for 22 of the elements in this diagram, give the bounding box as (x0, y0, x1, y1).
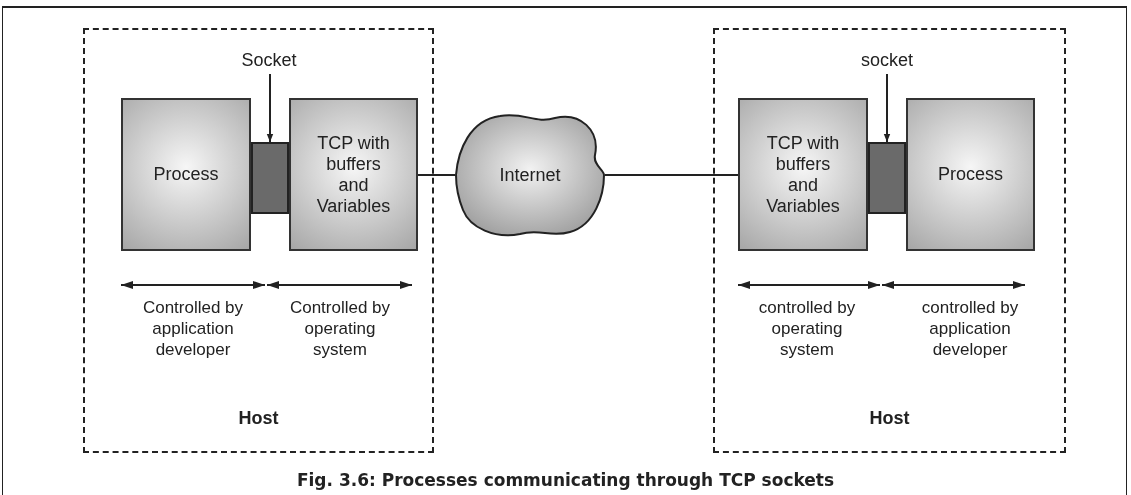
host-label: Host (869, 408, 910, 429)
arrow (883, 73, 891, 143)
arrow (266, 73, 274, 143)
figure-caption: Fig. 3.6: Processes communicating through TCP sockets (296, 470, 835, 490)
socket-block (251, 142, 289, 214)
process-box: Process (906, 98, 1035, 251)
socket-label: Socket (238, 48, 300, 74)
connection-line (417, 174, 456, 176)
tcp-box: TCP with buffers and Variables (738, 98, 868, 251)
extent-label: Controlled by application developer (141, 297, 245, 360)
socket-label: socket (848, 48, 926, 74)
tcp-box: TCP with buffers and Variables (289, 98, 418, 251)
connection-line (604, 174, 739, 176)
extent-label: controlled by operating system (757, 297, 857, 360)
host-label: Host (238, 408, 279, 429)
socket-block (868, 142, 906, 214)
extent-label: controlled by application developer (920, 297, 1020, 360)
process-box: Process (121, 98, 251, 251)
host-boundary (83, 28, 434, 453)
internet-label: Internet (499, 164, 561, 186)
extent-label: Controlled by operating system (288, 297, 392, 360)
host-boundary (713, 28, 1066, 453)
